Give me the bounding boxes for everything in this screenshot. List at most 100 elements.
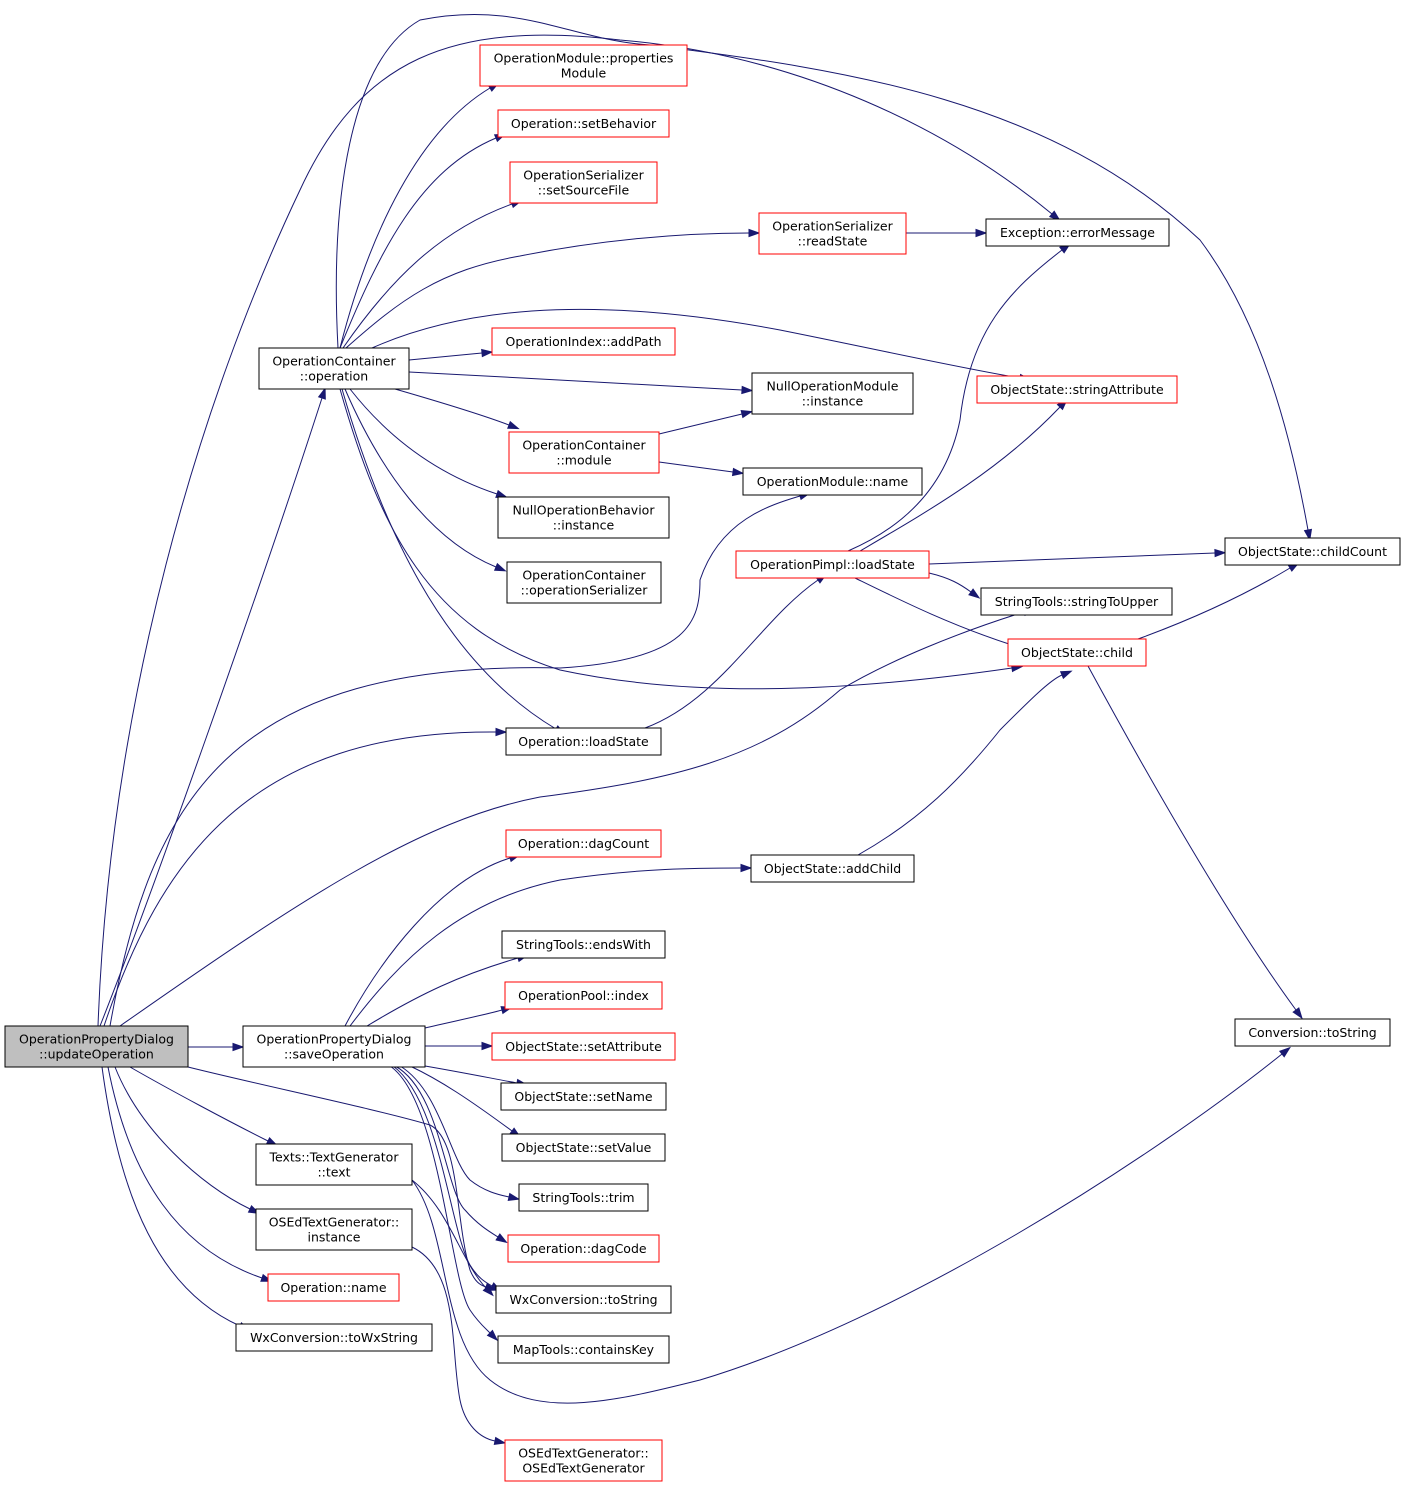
node-os-setname[interactable]: ObjectState::setName	[500, 1082, 667, 1111]
edge-arrowhead	[481, 348, 494, 358]
edge-line	[411, 1179, 487, 1289]
node-label: OperationSerializer	[772, 219, 893, 234]
node-label: ObjectState::addChild	[764, 861, 901, 876]
node-osed-instance[interactable]: OSEdTextGenerator::instance	[255, 1208, 413, 1251]
edge-line	[339, 137, 497, 349]
node-idx-addpath[interactable]: OperationIndex::addPath	[491, 327, 676, 356]
node-op-setbeh[interactable]: Operation::setBehavior	[497, 109, 670, 138]
node-os-addchild[interactable]: ObjectState::addChild	[750, 854, 915, 883]
node-pool-index[interactable]: OperationPool::index	[504, 981, 663, 1010]
edge-line	[349, 388, 498, 495]
edge-root-to-osed_instance	[114, 1066, 261, 1214]
edge-arrowhead	[493, 562, 507, 572]
node-label: ObjectState::stringAttribute	[990, 382, 1164, 397]
node-box	[495, 1285, 672, 1314]
edge-line	[1087, 665, 1297, 1011]
node-os-setattr[interactable]: ObjectState::setAttribute	[491, 1032, 676, 1061]
edge-opd_save-to-op_dagcode	[394, 1065, 508, 1244]
node-box	[505, 727, 662, 756]
edge-line	[928, 572, 972, 593]
edge-line	[409, 1065, 513, 1132]
node-label: OperationPropertyDialog	[19, 1032, 174, 1047]
node-texts-text[interactable]: Texts::TextGenerator::text	[255, 1143, 413, 1186]
edge-line	[99, 397, 323, 1027]
node-nom-instance[interactable]: NullOperationModule::instance	[751, 372, 914, 415]
edge-root-to-opd_save	[188, 1042, 245, 1052]
node-ser-read[interactable]: OperationSerializer::readState	[758, 212, 907, 255]
node-opc-ser[interactable]: OperationContainer::operationSerializer	[506, 561, 662, 604]
edge-root-to-op_name	[107, 1066, 273, 1282]
node-opc-operation[interactable]: OperationContainer::operation	[258, 347, 410, 390]
node-osed-ctor[interactable]: OSEdTextGenerator::OSEdTextGenerator	[504, 1439, 663, 1482]
edge-line	[394, 388, 510, 426]
edge-line	[424, 1009, 503, 1029]
node-exc-errmsg[interactable]: Exception::errorMessage	[985, 218, 1170, 247]
node-nob-instance[interactable]: NullOperationBehavior::instance	[497, 496, 670, 539]
node-box	[255, 1143, 413, 1186]
node-box	[518, 1183, 649, 1212]
edge-line	[107, 1066, 263, 1279]
node-op-dagcode[interactable]: Operation::dagCode	[507, 1234, 660, 1263]
node-box	[509, 161, 658, 204]
edge-arrowhead	[1214, 548, 1227, 558]
node-label: OperationIndex::addPath	[505, 334, 661, 349]
node-label: ::instance	[802, 394, 864, 409]
node-conv-tostr[interactable]: Conversion::toString	[1234, 1018, 1391, 1047]
edge-arrowhead	[740, 863, 753, 873]
edge-arrowhead	[486, 1329, 499, 1342]
edge-opc_module-to-nom_instance	[658, 410, 754, 435]
edge-ser_read-to-exc_errmsg	[906, 228, 988, 238]
node-map-contains[interactable]: MapTools::containsKey	[497, 1335, 670, 1364]
node-label: Operation::setBehavior	[511, 116, 657, 131]
node-opc-module[interactable]: OperationContainer::module	[508, 431, 660, 474]
edge-line	[389, 1065, 491, 1334]
node-st-upper[interactable]: StringTools::stringToUpper	[980, 587, 1173, 616]
edge-opd_save-to-map_contains	[389, 1065, 499, 1342]
node-label: instance	[308, 1230, 361, 1245]
edge-line	[411, 1246, 496, 1442]
edge-arrowhead	[1292, 1007, 1303, 1020]
edge-arrowhead	[1303, 528, 1313, 542]
node-wx-tostr[interactable]: WxConversion::toString	[495, 1285, 672, 1314]
node-op-load[interactable]: Operation::loadState	[505, 727, 662, 756]
node-opd-save[interactable]: OperationPropertyDialog::saveOperation	[242, 1025, 426, 1068]
edge-line	[339, 388, 1013, 690]
node-op-name[interactable]: Operation::name	[267, 1273, 400, 1302]
edge-opd_save-to-st_trim	[399, 1065, 521, 1201]
node-label: OperationModule::name	[757, 474, 909, 489]
edge-line	[129, 1066, 269, 1142]
node-box	[985, 218, 1170, 247]
edge-root-to-op_load	[103, 727, 508, 1027]
node-box	[980, 587, 1173, 616]
node-box	[235, 1323, 433, 1352]
node-root[interactable]: OperationPropertyDialog::updateOperation	[4, 1025, 189, 1068]
node-wx-towx[interactable]: WxConversion::toWxString	[235, 1323, 433, 1352]
node-box	[742, 467, 923, 496]
edge-texts_text-to-conv_tostr	[411, 1046, 1291, 1404]
node-os-childcount[interactable]: ObjectState::childCount	[1224, 537, 1401, 566]
edge-opc_module-to-opm_name	[658, 461, 745, 477]
node-box	[976, 375, 1178, 404]
edge-line	[394, 1065, 499, 1238]
node-st-trim[interactable]: StringTools::trim	[518, 1183, 649, 1212]
node-box	[750, 854, 915, 883]
node-op-dagcount[interactable]: Operation::dagCount	[505, 829, 662, 858]
edge-arrowhead	[748, 228, 761, 238]
edge-line	[847, 249, 1063, 552]
node-os-child[interactable]: ObjectState::child	[1007, 638, 1147, 667]
node-box	[497, 109, 670, 138]
node-label: WxConversion::toString	[509, 1292, 657, 1307]
node-box	[735, 550, 930, 579]
edge-line	[399, 1065, 510, 1198]
node-os-strattr[interactable]: ObjectState::stringAttribute	[976, 375, 1178, 404]
node-ser-setsrc[interactable]: OperationSerializer::setSourceFile	[509, 161, 658, 204]
node-label: OperationSerializer	[523, 168, 644, 183]
edge-arrowhead	[1059, 670, 1073, 680]
edge-opc_operation-to-idx_addpath	[408, 348, 494, 361]
node-opm-name[interactable]: OperationModule::name	[742, 467, 923, 496]
node-st-ends[interactable]: StringTools::endsWith	[501, 930, 666, 959]
edge-arrowhead	[975, 228, 988, 238]
node-pimpl-load[interactable]: OperationPimpl::loadState	[735, 550, 930, 579]
node-os-setvalue[interactable]: ObjectState::setValue	[501, 1133, 666, 1162]
